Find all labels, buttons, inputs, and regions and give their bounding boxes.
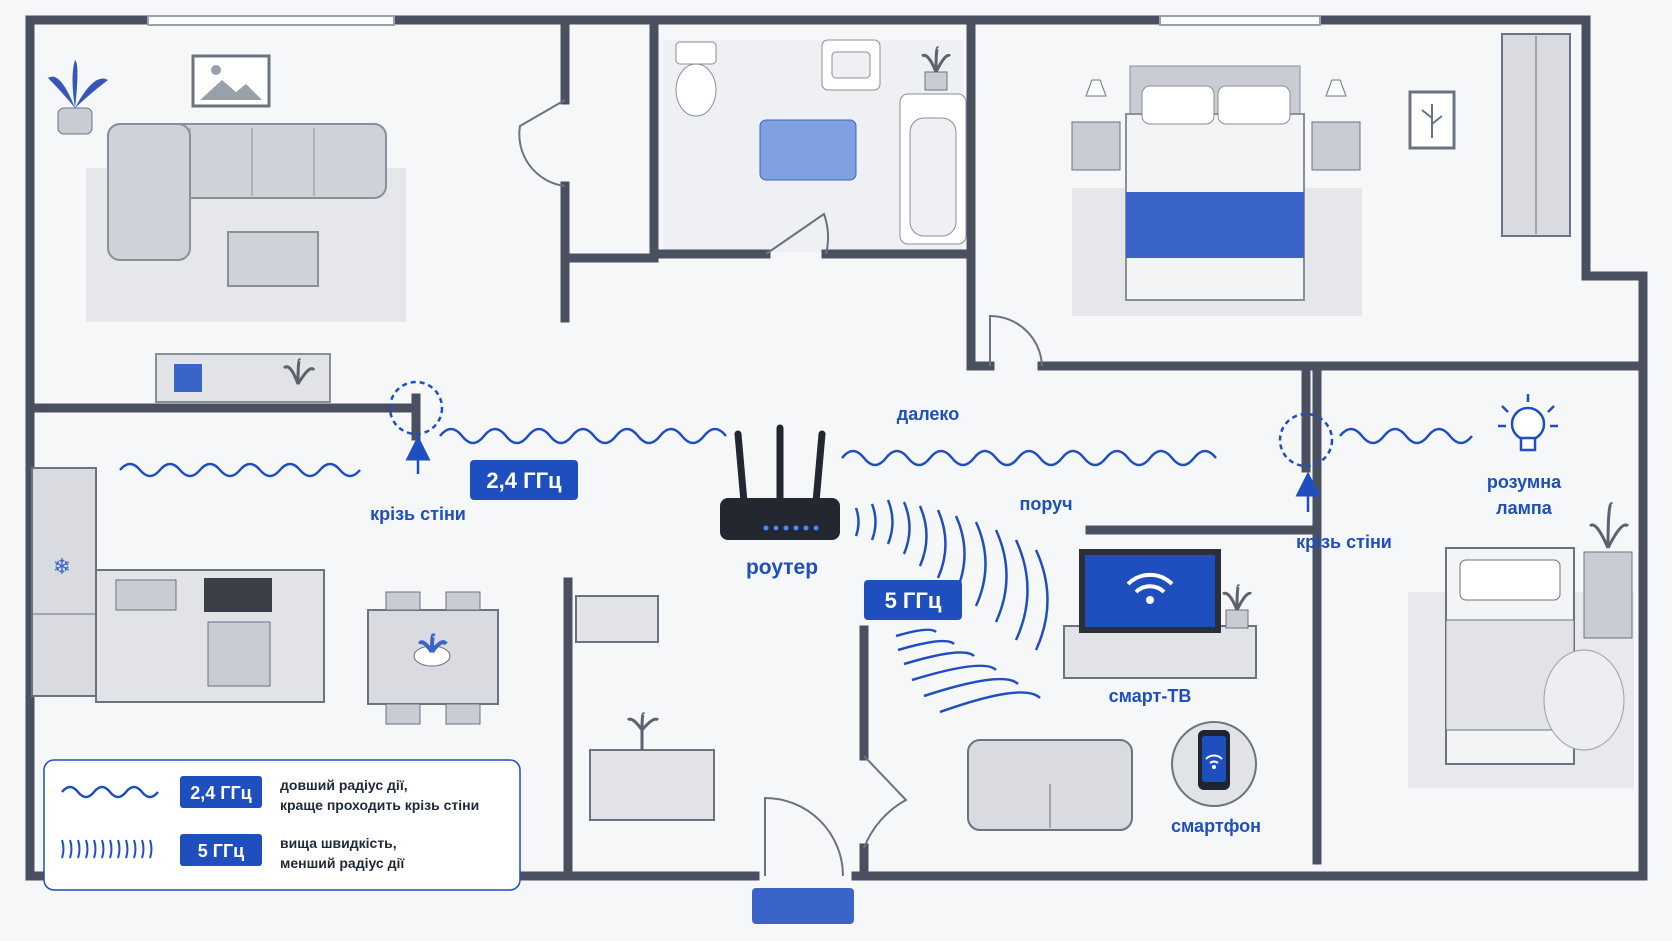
nightstand xyxy=(1583,502,1633,639)
signal-5ghz xyxy=(854,499,1049,714)
wifi-icon xyxy=(1126,572,1174,604)
dining-table xyxy=(367,591,499,725)
coat-rack xyxy=(575,595,659,643)
smartphone-label: смартфон xyxy=(1171,816,1261,836)
legend-badge-5 xyxy=(180,834,262,866)
far-label: далеко xyxy=(897,404,959,424)
plant-icon xyxy=(1222,584,1253,629)
plant-icon xyxy=(48,60,108,135)
bathtub xyxy=(899,93,967,245)
router-label: роутер xyxy=(746,556,818,579)
smart-tv xyxy=(1063,549,1257,679)
tv-console xyxy=(155,353,331,403)
legend-row2-line1: вища швидкість, xyxy=(280,835,397,851)
window-bedroom xyxy=(1159,15,1321,26)
legend-wave-icon xyxy=(61,785,159,799)
door-entrance xyxy=(764,796,844,877)
smart-lamp-label-2: лампа xyxy=(1496,498,1553,518)
legend-badge-24 xyxy=(180,776,262,808)
wall-pass-marker-right xyxy=(1278,412,1334,468)
side-table xyxy=(1171,721,1257,807)
bed xyxy=(1125,65,1305,301)
legend-arcs-icon xyxy=(61,839,153,859)
door-bedroom xyxy=(989,314,1043,367)
wave-router-left xyxy=(439,427,727,445)
badge-5ghz: 5 ГГц xyxy=(864,580,962,620)
router-icon xyxy=(720,424,840,540)
legend-row1-line2: краще проходить крізь стіни xyxy=(280,797,479,813)
wardrobe xyxy=(1501,33,1571,237)
wave-router-right xyxy=(841,449,1217,467)
badge-24ghz: 2,4 ГГц xyxy=(470,460,578,500)
outer-wall-top-right xyxy=(25,15,1648,881)
through-walls-label-left: крізь стіни xyxy=(370,504,466,524)
tv-room-sofa xyxy=(967,739,1133,831)
door-tvroom xyxy=(863,755,908,849)
wave-kitchen xyxy=(119,462,361,478)
legend-row2-line2: менший радіус дії xyxy=(280,855,405,871)
near-label: поруч xyxy=(1019,494,1072,514)
smart-lamp-label-1: розумна xyxy=(1487,472,1562,492)
toilet xyxy=(675,41,717,117)
legend: 2,4 ГГц довший радіус дії, краще проходи… xyxy=(43,759,521,891)
round-rug xyxy=(1543,649,1625,751)
door-bathroom xyxy=(765,212,829,255)
living-room-furniture xyxy=(48,54,387,403)
nightstand-right xyxy=(1311,79,1361,171)
counter xyxy=(95,569,325,703)
wave-to-lamp xyxy=(1339,427,1473,445)
door-closet xyxy=(518,99,566,187)
sink xyxy=(821,39,881,91)
badge-24ghz-text: 2,4 ГГц xyxy=(486,468,562,493)
smart-tv-label: смарт-ТВ xyxy=(1109,686,1192,706)
shoe-bench xyxy=(589,712,715,821)
legend-row1-line1: довший радіус дії, xyxy=(280,777,408,793)
bedroom-furniture xyxy=(1071,33,1571,301)
wall-picture xyxy=(191,54,271,108)
badge-5ghz-text: 5 ГГц xyxy=(885,588,942,613)
fridge: ❄ xyxy=(31,467,97,697)
legend-badge-24-text: 2,4 ГГц xyxy=(190,783,252,803)
bathroom-furniture xyxy=(675,39,967,245)
wall-bedroom-left xyxy=(966,15,995,371)
wall-picture xyxy=(1408,90,1456,150)
through-walls-label-right: крізь стіни xyxy=(1296,532,1392,552)
tv-room-furniture xyxy=(967,549,1257,831)
hall-furniture xyxy=(575,595,715,821)
window-living xyxy=(147,15,395,26)
signal-24ghz xyxy=(119,380,1473,512)
sofa xyxy=(107,123,387,261)
legend-badge-5-text: 5 ГГц xyxy=(198,841,245,861)
coffee-table xyxy=(227,231,319,287)
plant-icon xyxy=(921,46,952,91)
kitchen-furniture: ❄ xyxy=(31,467,499,725)
guest-room-furniture xyxy=(1445,502,1633,765)
bath-mat xyxy=(759,119,857,181)
entrance-mat xyxy=(752,888,854,924)
wifi-icon xyxy=(1205,754,1223,769)
wall-pass-marker-left xyxy=(388,380,444,436)
lightbulb-icon xyxy=(1498,394,1558,452)
windows xyxy=(147,15,1321,26)
nightstand-left xyxy=(1071,79,1121,171)
doors xyxy=(518,99,1043,877)
snowflake-icon: ❄ xyxy=(53,555,71,580)
